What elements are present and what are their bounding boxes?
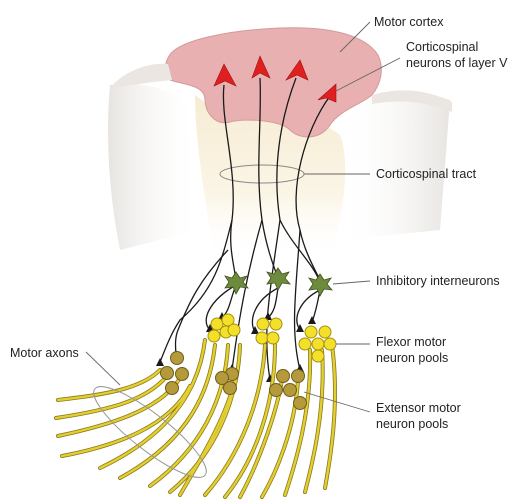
extensor-neuron-icon [160,366,174,380]
extensor-neuron-icon [170,351,184,365]
inhibitory-interneurons [224,267,333,297]
extensor-neuron-icon [293,396,307,410]
extensor-neuron-icon [223,381,237,395]
corticospinal-neurons-label-line1: Corticospinal [406,40,478,54]
extensor-neuron-icon [283,383,297,397]
cortex-gyrus-right [372,90,452,112]
interneuron-icon [224,271,249,295]
flexor-motor-neurons [207,313,337,363]
interneuron-icon [266,267,291,291]
flexor-neuron-icon [266,331,280,345]
extensor-neuron-icon [215,371,229,385]
flexor-neuron-icon [298,337,312,351]
motor-cortex-label: Motor cortex [374,15,444,29]
pyramidal-neuron-icon [317,83,337,103]
extensor-pools-label-line2: neuron pools [376,417,448,431]
tissue-shading-right [340,91,450,240]
flexor-neuron-icon [269,317,283,331]
pyramidal-neurons [213,55,337,103]
flexor-neuron-icon [311,337,325,351]
cortex-gyrus-left [110,63,172,88]
extensor-neuron-icon [175,367,189,381]
inhibitory-interneurons-label: Inhibitory interneurons [376,274,500,288]
flexor-neuron-icon [311,349,325,363]
extensor-neuron-icon [269,383,283,397]
flexor-neuron-icon [207,329,221,343]
extensor-neuron-icon [276,369,290,383]
flexor-neuron-icon [227,323,241,337]
flexor-neuron-icon [304,325,318,339]
pyramidal-neuron-icon [213,63,237,87]
extensor-neuron-icon [291,369,305,383]
extensor-pools-label-line1: Extensor motor [376,401,461,415]
extensor-motor-neurons [160,351,307,410]
flexor-neuron-icon [256,317,270,331]
motor-cortex [165,27,382,138]
motor-axons-label: Motor axons [10,346,79,360]
flexor-pools-label-line1: Flexor motor [376,335,446,349]
interneuron-icon [308,273,333,297]
flexor-neuron-icon [318,325,332,339]
leader-lines [85,21,401,413]
corticospinal-tract-label: Corticospinal tract [376,167,477,181]
tissue-shading-left [108,83,200,250]
extensor-neuron-icon [165,381,179,395]
flexor-neuron-icon [323,337,337,351]
flexor-neuron-icon [255,331,269,345]
corticospinal-neurons-label-line2: neurons of layer V [406,56,508,70]
flexor-pools-label-line2: neuron pools [376,351,448,365]
motor-axons-outline [93,386,207,478]
pyramidal-neuron-icon [285,59,309,81]
pyramidal-neuron-icon [251,55,271,79]
